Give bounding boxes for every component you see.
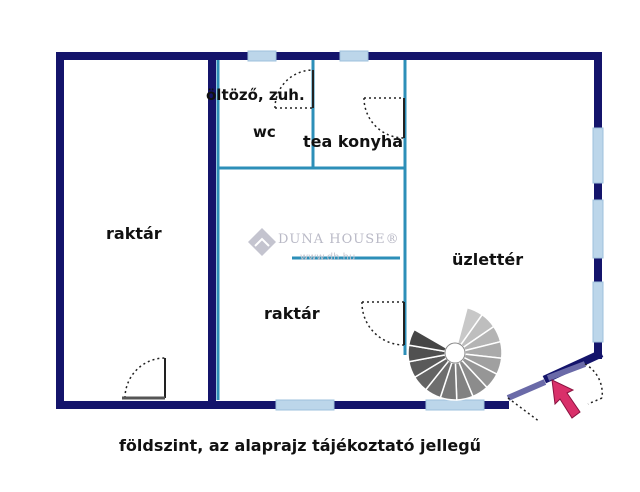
window-bottom-1 xyxy=(275,399,335,411)
room-label-tea-konyha: tea konyha xyxy=(303,132,404,151)
room-label-oltozo: öltöző, zuh. xyxy=(206,86,305,104)
plan-caption: földszint, az alaprajz tájékoztató jelle… xyxy=(118,436,482,455)
stair-core xyxy=(444,342,466,364)
room-label-wc: wc xyxy=(253,123,276,141)
window-top-2 xyxy=(339,50,369,62)
window-top-1 xyxy=(247,50,277,62)
entry-arrow-icon xyxy=(551,379,581,419)
spiral-staircase xyxy=(407,306,503,401)
windows xyxy=(247,50,604,411)
window-right-2 xyxy=(592,199,604,259)
door-left-storage xyxy=(122,357,166,400)
watermark-url: www.dh.hu xyxy=(300,252,356,263)
doors xyxy=(122,69,604,423)
room-label-raktar-center: raktár xyxy=(264,304,320,323)
room-label-uzletter: üzlettér xyxy=(452,250,524,269)
watermark-logo xyxy=(248,228,276,256)
door-center-storage xyxy=(361,301,405,346)
window-bottom-2 xyxy=(425,399,485,411)
room-label-raktar-left: raktár xyxy=(106,224,162,243)
door-entrance xyxy=(506,361,604,423)
door-tea-konyha xyxy=(363,97,405,139)
house-diamond-icon xyxy=(248,228,276,256)
door-oltozo xyxy=(274,69,314,109)
watermark-brand: DUNA HOUSE® xyxy=(278,232,400,247)
window-right-3 xyxy=(592,281,604,343)
window-right-1 xyxy=(592,127,604,184)
partitions xyxy=(216,60,407,400)
